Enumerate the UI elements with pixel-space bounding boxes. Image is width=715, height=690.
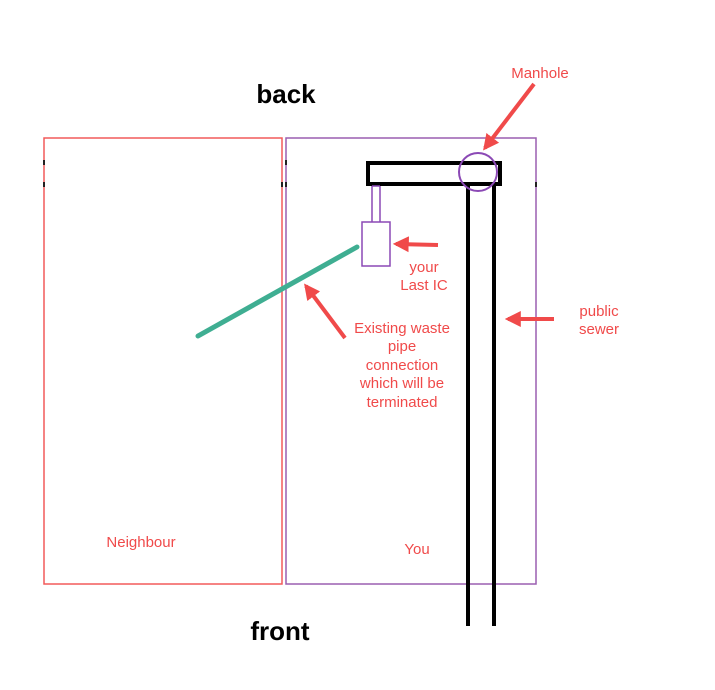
neighbour-plot — [43, 137, 283, 585]
manhole-arrow — [483, 82, 536, 151]
front-label: front — [250, 616, 310, 646]
your-plot — [285, 137, 537, 585]
existing-label-line3: connection — [366, 357, 439, 374]
last-ic-chamber — [361, 221, 391, 267]
existing-pipe-annotation: Existing waste pipe connection which wil… — [354, 320, 450, 411]
existing-waste-pipe — [195, 244, 360, 339]
manhole-label: Manhole — [511, 65, 569, 82]
public-sewer-label-line1: public — [579, 303, 619, 320]
manhole-circle — [458, 152, 498, 192]
existing-label-line4: which will be — [359, 375, 444, 392]
back-label: back — [256, 79, 316, 109]
neighbour-label: Neighbour — [106, 534, 175, 551]
plot-edge-marks — [43, 160, 537, 187]
existing-label-line1: Existing waste — [354, 320, 450, 337]
last-ic-connection — [371, 185, 381, 222]
existing-label-line2: pipe — [388, 338, 416, 355]
public-sewer-pipe — [366, 161, 502, 626]
existing-label-line5: terminated — [367, 394, 438, 411]
existing-pipe-arrow — [304, 283, 347, 340]
public-sewer-label-line2: sewer — [579, 321, 619, 338]
last-ic-label-line1: your — [409, 259, 438, 276]
last-ic-label-line2: Last IC — [400, 277, 448, 294]
last-ic-arrow — [392, 236, 439, 253]
you-label: You — [404, 541, 429, 558]
